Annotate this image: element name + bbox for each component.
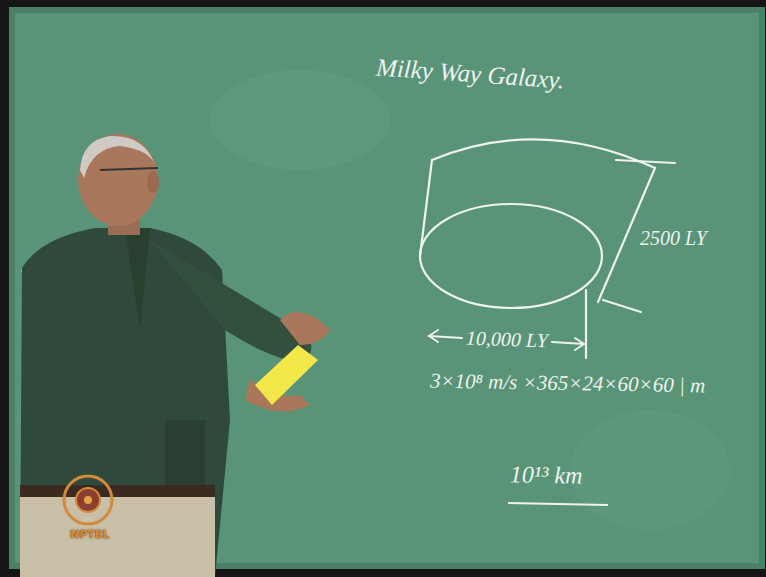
galaxy-cylinder bbox=[420, 139, 675, 358]
nptel-logo bbox=[64, 476, 112, 524]
logo-text: NPTEL bbox=[70, 528, 109, 541]
lecturer bbox=[20, 134, 330, 577]
underline bbox=[508, 503, 608, 505]
dimension-label: 2500 LY bbox=[640, 227, 707, 249]
formula: 3×10⁸ m/s ×365×24×60×60 | m bbox=[430, 370, 706, 398]
yellow-paper bbox=[255, 345, 318, 405]
dimension-label: 10,000 LY bbox=[466, 327, 549, 352]
result: 10¹³ km bbox=[510, 461, 583, 489]
